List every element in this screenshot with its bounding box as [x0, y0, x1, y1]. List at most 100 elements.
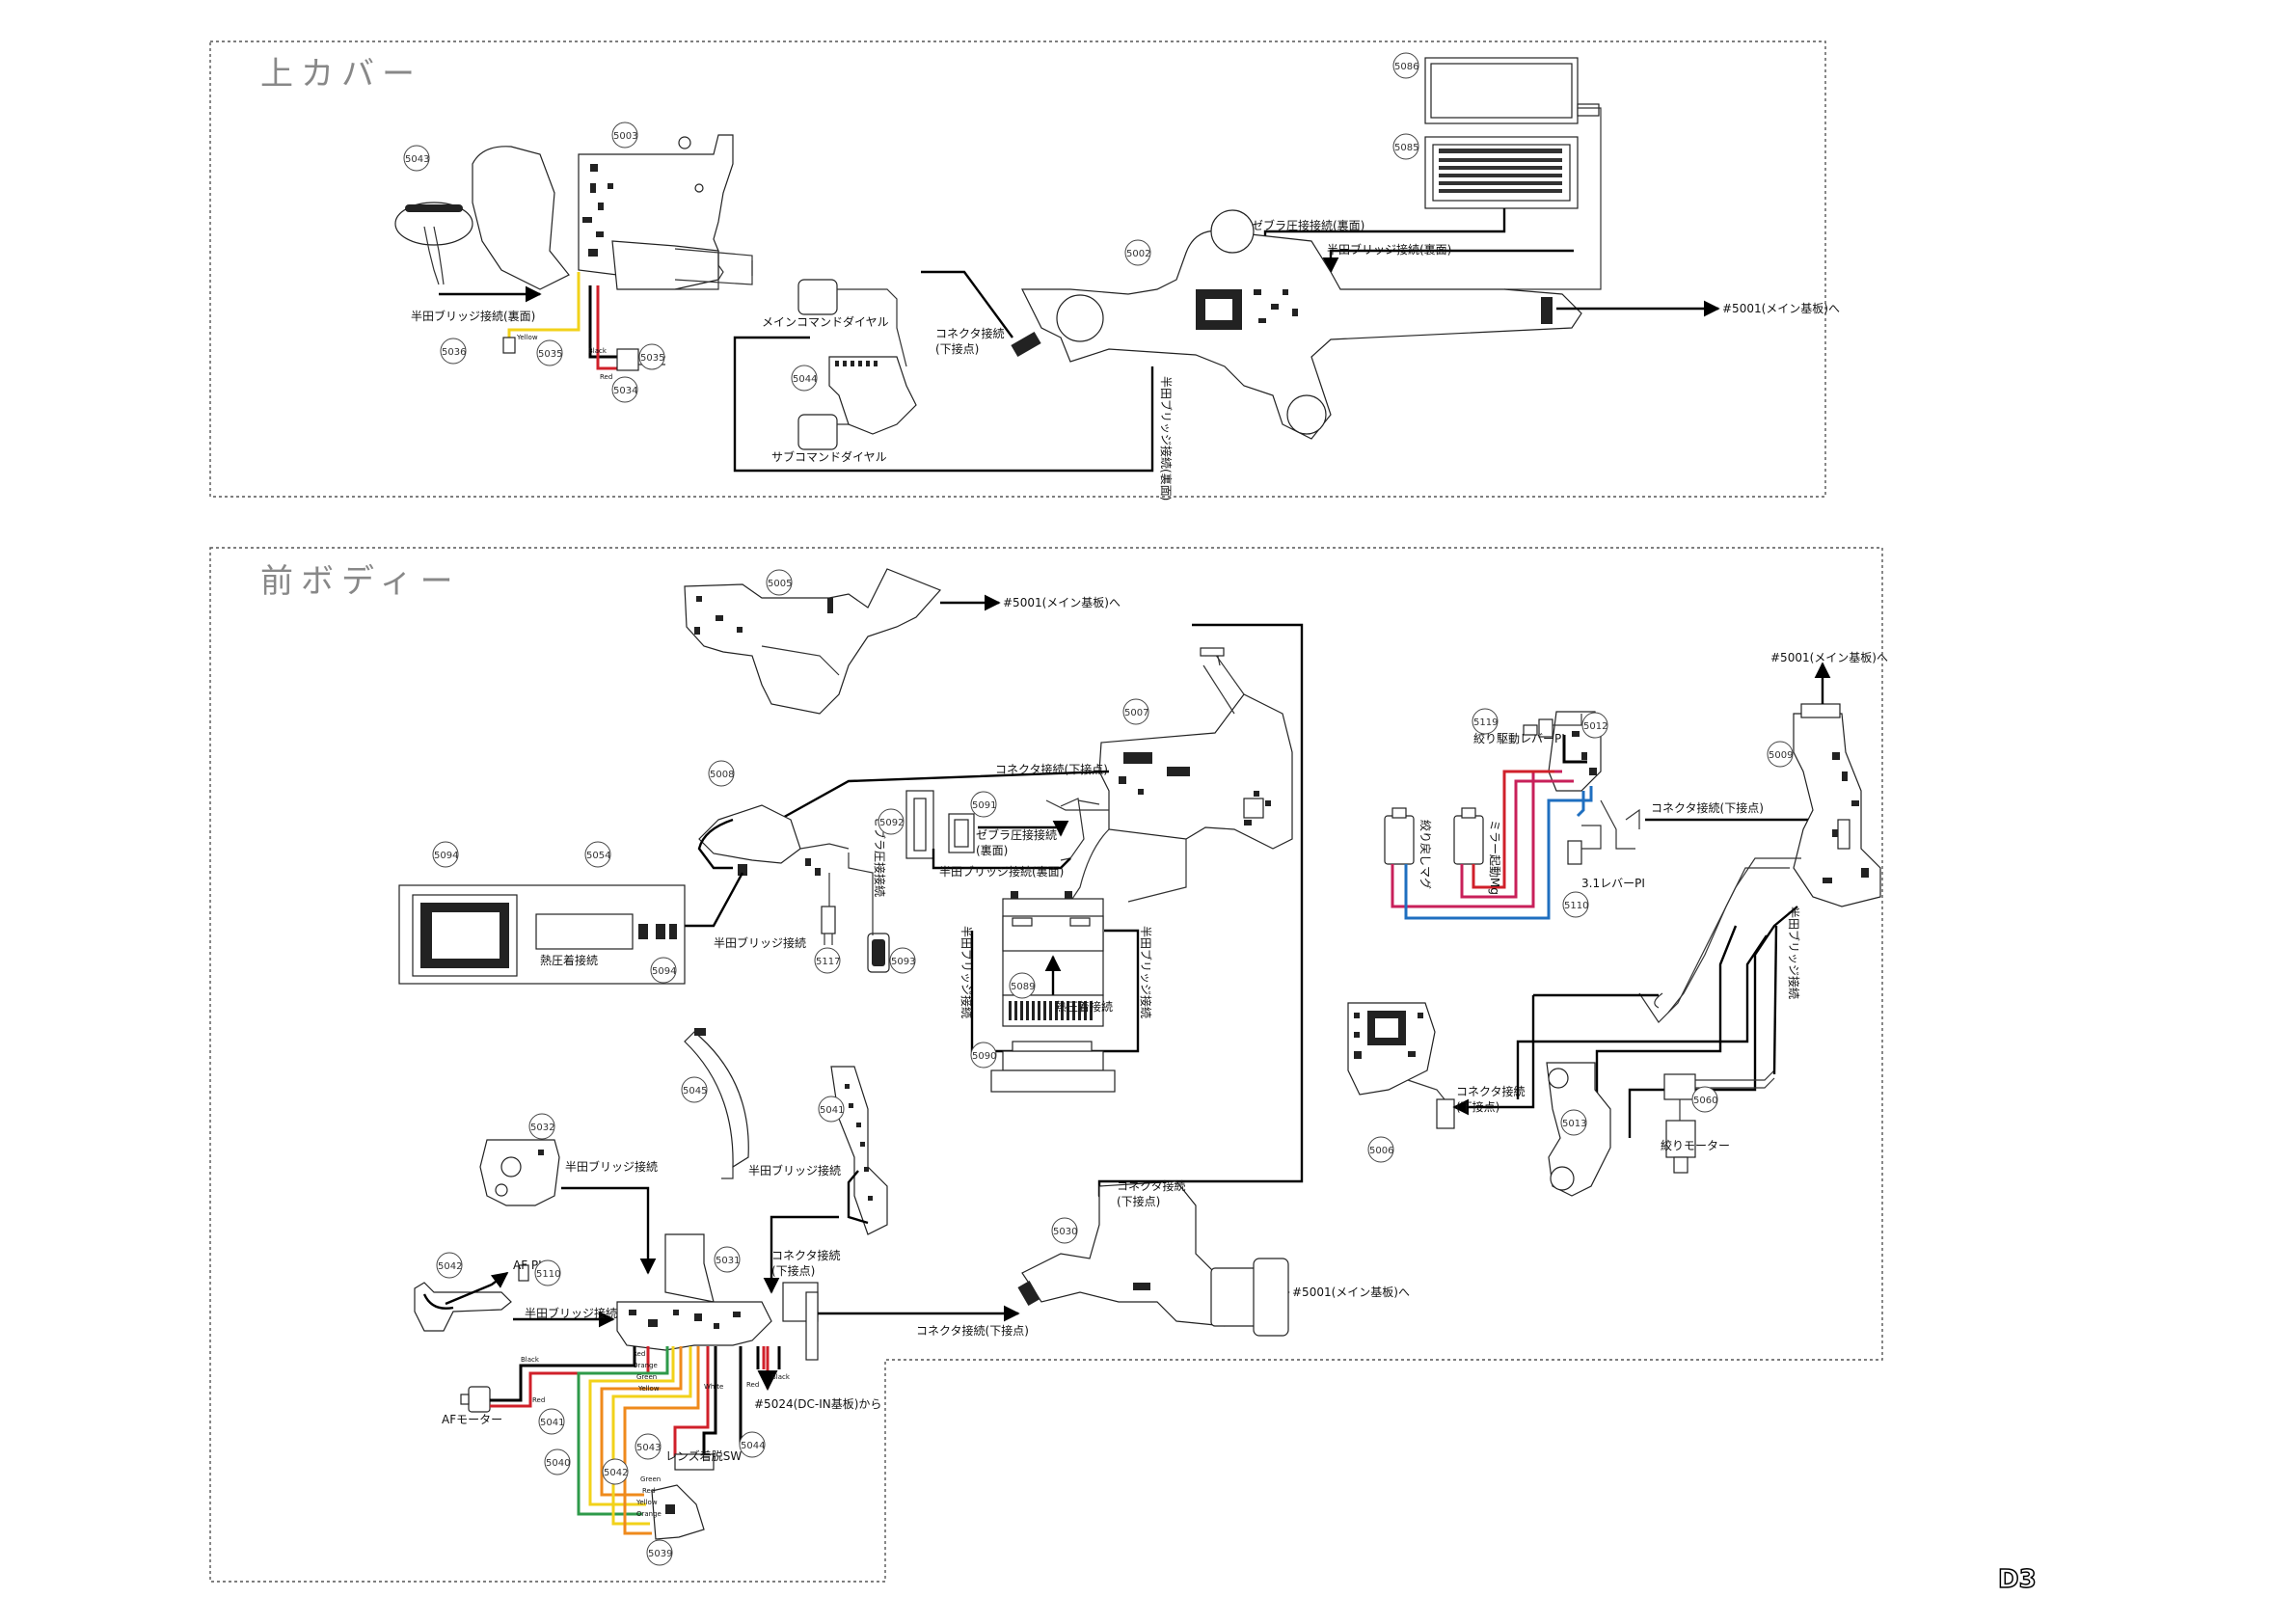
- svg-text:AF PI: AF PI: [513, 1259, 542, 1272]
- svg-text:(下接点): (下接点): [1117, 1194, 1160, 1208]
- flex-5042: [414, 1282, 512, 1332]
- display-assembly-5094: [398, 884, 686, 985]
- label-connector-lower-1: コネクタ接続: [935, 326, 1005, 340]
- label-zebra-back: ゼブラ圧接接続(裏面): [1252, 218, 1364, 232]
- svg-text:(下接点): (下接点): [1456, 1099, 1499, 1114]
- svg-text:#5001(メイン基板)へ: #5001(メイン基板)へ: [1292, 1286, 1410, 1299]
- svg-text:Black: Black: [588, 347, 608, 355]
- svg-text:5089: 5089: [1011, 982, 1035, 992]
- connector-5092: [905, 790, 934, 859]
- wire-color-labels: Black Red Red Orange Green Yellow Green …: [521, 1350, 791, 1518]
- svg-text:絞り駆動レバーPI: 絞り駆動レバーPI: [1473, 731, 1565, 745]
- svg-text:5041: 5041: [820, 1105, 844, 1116]
- svg-text:Orange: Orange: [636, 1510, 662, 1518]
- svg-text:Green: Green: [640, 1475, 661, 1483]
- svg-text:熱圧着接続: 熱圧着接続: [1055, 999, 1113, 1014]
- lens-switch-5039: [651, 1484, 705, 1540]
- svg-text:Green: Green: [636, 1373, 657, 1381]
- svg-text:5044: 5044: [741, 1441, 765, 1451]
- svg-text:5006: 5006: [1369, 1146, 1393, 1156]
- lcd-panel-5086: [1424, 57, 1600, 124]
- svg-text:Yellow: Yellow: [637, 1385, 660, 1393]
- svg-text:5012: 5012: [1583, 721, 1607, 732]
- svg-text:5091: 5091: [972, 800, 996, 811]
- svg-text:5044: 5044: [793, 374, 817, 385]
- svg-text:コネクタ接続: コネクタ接続: [771, 1248, 841, 1262]
- lever-pi-5110: [1567, 825, 1602, 865]
- svg-text:5094: 5094: [652, 966, 676, 977]
- svg-text:コネクタ接続: コネクタ接続: [1117, 1178, 1186, 1193]
- main-command-dial: [797, 279, 907, 367]
- svg-text:5008: 5008: [710, 770, 734, 780]
- svg-text:Red: Red: [746, 1381, 759, 1389]
- label-connector-lower-2: コネクタ接続(下接点): [995, 762, 1108, 776]
- svg-text:半田ブリッジ接続: 半田ブリッジ接続: [748, 1163, 841, 1177]
- svg-text:5005: 5005: [768, 579, 792, 589]
- svg-text:ミラー起動Mg: ミラー起動Mg: [1488, 820, 1501, 895]
- component-5119: [1523, 718, 1553, 738]
- svg-text:5090: 5090: [972, 1051, 996, 1062]
- svg-text:5007: 5007: [1124, 708, 1148, 718]
- svg-text:#5001(メイン基板)へ: #5001(メイン基板)へ: [1770, 651, 1888, 664]
- label-handa-back-1: 半田ブリッジ接続(裏面): [1327, 242, 1451, 257]
- svg-text:#5024(DC-IN基板)から: #5024(DC-IN基板)から: [754, 1397, 881, 1411]
- svg-text:AFモーター: AFモーター: [442, 1413, 502, 1426]
- svg-text:(裏面): (裏面): [976, 843, 1008, 857]
- svg-text:5035: 5035: [640, 353, 664, 364]
- svg-text:半田ブリッジ接続: 半田ブリッジ接続: [714, 935, 806, 950]
- svg-text:5093: 5093: [891, 957, 915, 967]
- svg-text:(下接点): (下接点): [771, 1263, 815, 1278]
- top-pcb-5002: [1011, 209, 1582, 440]
- svg-text:5036: 5036: [442, 347, 466, 358]
- svg-text:5043: 5043: [405, 154, 429, 165]
- svg-text:5092: 5092: [879, 818, 904, 828]
- svg-text:半田ブリッジ接続: 半田ブリッジ接続: [1787, 907, 1801, 999]
- svg-text:Yellow: Yellow: [516, 334, 538, 341]
- svg-text:Red: Red: [532, 1396, 545, 1404]
- lcd-panel-5085: [1424, 136, 1579, 209]
- svg-text:5009: 5009: [1769, 750, 1793, 761]
- pcb-5006: [1347, 1002, 1455, 1129]
- svg-text:レンズ着脱SW: レンズ着脱SW: [665, 1448, 742, 1463]
- svg-text:5040: 5040: [546, 1458, 570, 1469]
- svg-text:White: White: [704, 1383, 723, 1391]
- top-pcb-5003: [472, 134, 734, 290]
- svg-text:5003: 5003: [613, 131, 637, 142]
- svg-text:5042: 5042: [438, 1261, 462, 1272]
- svg-text:5110: 5110: [1564, 901, 1588, 911]
- svg-text:ゼブラ圧接接続: ゼブラ圧接接続: [976, 827, 1057, 842]
- svg-text:コネクタ接続: コネクタ接続: [1456, 1084, 1526, 1098]
- section-title-top-cover: 上カバー: [260, 55, 422, 94]
- svg-text:半田ブリッジ接続: 半田ブリッジ接続: [525, 1306, 617, 1320]
- component-5093: [867, 933, 890, 973]
- svg-text:5054: 5054: [586, 851, 610, 861]
- svg-text:半田ブリッジ接続: 半田ブリッジ接続: [959, 926, 974, 1018]
- svg-text:半田ブリッジ接続(裏面): 半田ブリッジ接続(裏面): [939, 864, 1064, 879]
- svg-text:絞りモーター: 絞りモーター: [1661, 1138, 1730, 1152]
- svg-text:Black: Black: [771, 1373, 791, 1381]
- svg-text:5043: 5043: [636, 1443, 661, 1453]
- front-body-labels: ゼブラ圧接接続 (裏面) ゼブラ圧接接続 半田ブリッジ接続(裏面) 半田ブリッジ…: [442, 651, 1888, 1463]
- label-handa-back-2: 半田ブリッジ接続(裏面): [411, 309, 535, 323]
- svg-text:5034: 5034: [613, 386, 637, 396]
- pcb-5005-upper: [684, 568, 942, 715]
- svg-text:5086: 5086: [1394, 62, 1418, 72]
- svg-text:ゼブラ圧接接続: ゼブラ圧接接続: [873, 816, 887, 897]
- svg-text:5094: 5094: [434, 851, 458, 861]
- connector-5090: [990, 994, 1116, 1093]
- pcb-5007: [1098, 647, 1293, 850]
- label-to-main-2: #5001(メイン基板)へ: [1003, 596, 1121, 609]
- pcb-5009: [1793, 703, 1881, 907]
- pcb-5031: [616, 1233, 819, 1361]
- svg-text:5117: 5117: [816, 957, 840, 967]
- label-connector-lower-1b: (下接点): [935, 341, 979, 356]
- housing-5030: [1017, 1180, 1289, 1337]
- pcb-5032: [479, 1139, 560, 1206]
- aperture-motor-5060: [1663, 1069, 1775, 1174]
- svg-text:コネクタ接続(下接点): コネクタ接続(下接点): [916, 1323, 1029, 1338]
- flex-5044: [828, 356, 917, 435]
- svg-text:5119: 5119: [1473, 717, 1498, 728]
- svg-text:Red: Red: [600, 373, 612, 381]
- label-sub-cmd-dial: サブコマンドダイヤル: [771, 449, 887, 464]
- part-number-callouts-front: 5005 5007 5008 5092 5091 5094 5054 5094 …: [432, 569, 1794, 1566]
